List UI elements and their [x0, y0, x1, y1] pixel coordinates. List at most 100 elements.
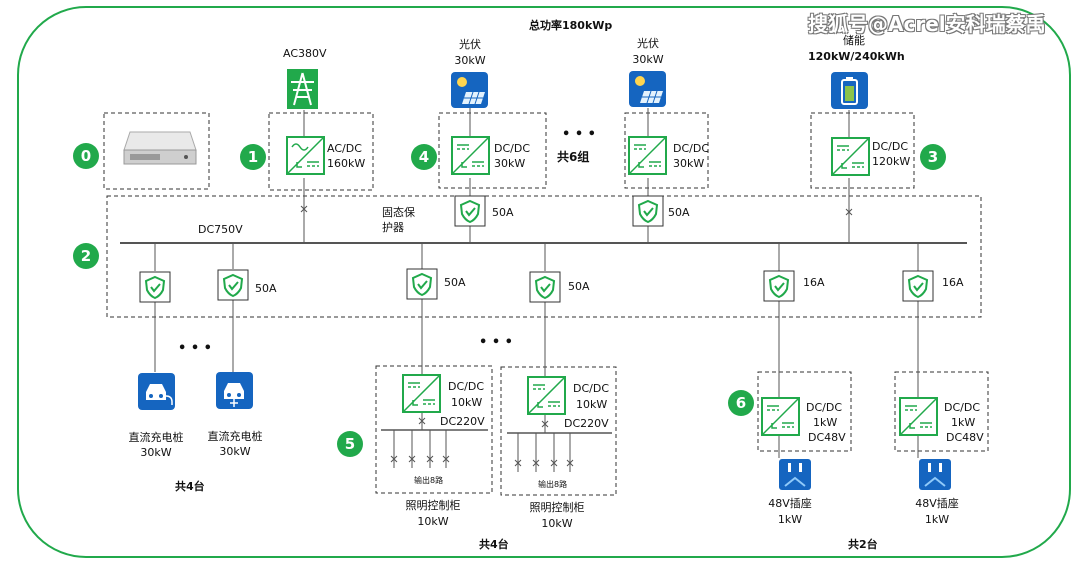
dcdc-converter-icon — [527, 376, 566, 415]
solid-state-breaker-icon — [217, 269, 249, 301]
bus-voltage: DC750V — [198, 223, 243, 236]
lighting2-conv-type: DC/DC — [573, 382, 610, 395]
dcdc-converter-icon — [899, 397, 938, 436]
switch-mark — [541, 420, 549, 428]
storage-power: 120kW/240kWh — [808, 50, 905, 63]
breaker-rating: 50A — [492, 206, 514, 219]
acdc-box — [268, 112, 374, 191]
charger1-label: 直流充电桩 — [128, 431, 184, 444]
switch-mark — [418, 417, 426, 425]
bus-box — [106, 195, 982, 318]
lighting1-power: 10kW — [417, 515, 449, 528]
charger2-label: 直流充电桩 — [207, 430, 263, 443]
solid-state-breaker-icon — [529, 271, 561, 303]
socket-icon — [779, 459, 811, 490]
switch-mark — [514, 459, 522, 467]
socket2-conv-type: DC/DC — [944, 401, 981, 414]
socket1-box — [757, 371, 852, 452]
solid-state-breaker-icon — [454, 195, 486, 227]
switch-mark — [550, 459, 558, 467]
lighting1-box — [375, 365, 493, 494]
pv1-conv-power: 30kW — [494, 157, 526, 170]
pv1-conv-type: DC/DC — [494, 142, 531, 155]
badge-4: 4 — [411, 144, 437, 170]
socket2-power: 1kW — [924, 513, 950, 526]
dcdc-converter-icon — [628, 136, 667, 175]
socket2-box — [894, 371, 989, 452]
dcdc-converter-icon — [451, 136, 490, 175]
pv2-power: 30kW — [632, 53, 664, 66]
pv2-conv-type: DC/DC — [673, 142, 710, 155]
charger1-power: 30kW — [140, 446, 172, 459]
solar-panel-icon — [451, 72, 488, 108]
socket2-name: 48V插座 — [915, 497, 959, 510]
breaker-rating: 16A — [942, 276, 964, 289]
switch-mark — [566, 459, 574, 467]
breaker-rating: 50A — [568, 280, 590, 293]
socket1-name: 48V插座 — [768, 497, 812, 510]
lighting1-conv-power: 10kW — [451, 396, 483, 409]
battery-icon — [831, 72, 868, 109]
server-icon — [123, 131, 197, 165]
charger2-power: 30kW — [219, 445, 251, 458]
acdc-type: AC/DC — [327, 142, 362, 155]
solid-state-breaker-icon — [632, 195, 664, 227]
socket-count: 共2台 — [848, 538, 878, 551]
pv2-box — [624, 112, 709, 189]
lighting2-name: 照明控制柜 — [529, 501, 585, 514]
pv-group-count: 共6组 — [557, 150, 590, 164]
socket-icon — [919, 459, 951, 490]
ev-charger-icon — [216, 372, 253, 409]
socket1-conv-power: 1kW — [813, 416, 838, 429]
pv1-label: 光伏 — [459, 38, 481, 51]
watermark: 搜狐号@Acrel安科瑞蔡禹 — [808, 12, 1046, 36]
grid-label: AC380V — [283, 47, 327, 60]
breaker-rating: 50A — [668, 206, 690, 219]
lighting-count: 共4台 — [479, 538, 509, 551]
pv2-label: 光伏 — [637, 37, 659, 50]
diagram-title: 总功率180kWp — [529, 19, 613, 32]
lighting2-power: 10kW — [541, 517, 573, 530]
solid-state-breaker-icon — [902, 270, 934, 302]
switch-mark — [845, 208, 853, 216]
switch-mark — [426, 455, 434, 463]
switch-mark — [442, 455, 450, 463]
lighting2-output: 输出8路 — [538, 480, 568, 489]
lighting2-bus: DC220V — [564, 417, 609, 430]
lighting1-bus: DC220V — [440, 415, 485, 428]
badge-2: 2 — [73, 243, 99, 269]
lighting1-output: 输出8路 — [414, 476, 444, 485]
pv-ellipsis: • • • — [562, 127, 596, 142]
lighting2-conv-power: 10kW — [576, 398, 608, 411]
storage-box — [810, 112, 915, 189]
pv1-power: 30kW — [454, 54, 486, 67]
dcdc-converter-icon — [831, 137, 870, 176]
socket1-bus: DC48V — [808, 431, 846, 444]
solid-state-breaker-icon — [406, 268, 438, 300]
server-box — [103, 112, 210, 190]
power-pylon-icon — [287, 69, 318, 109]
badge-0: 0 — [73, 143, 99, 169]
dcdc-converter-icon — [402, 374, 441, 413]
storage-conv-power: 120kW — [872, 155, 911, 168]
switch-mark — [390, 455, 398, 463]
socket1-conv-type: DC/DC — [806, 401, 843, 414]
outer-frame — [17, 6, 1071, 558]
charger-count: 共4台 — [175, 480, 205, 493]
lighting2-box — [500, 366, 617, 496]
dcdc-converter-icon — [761, 397, 800, 436]
switch-mark — [532, 459, 540, 467]
solid-state-breaker-icon — [763, 270, 795, 302]
badge-3: 3 — [920, 144, 946, 170]
lighting-ellipsis: • • • — [479, 335, 513, 350]
acdc-power: 160kW — [327, 157, 366, 170]
lighting1-conv-type: DC/DC — [448, 380, 485, 393]
badge-6: 6 — [728, 390, 754, 416]
charger-ellipsis: • • • — [178, 341, 212, 356]
storage-conv-type: DC/DC — [872, 140, 909, 153]
socket2-conv-power: 1kW — [951, 416, 976, 429]
solid-state-breaker-icon — [139, 271, 171, 303]
socket2-bus: DC48V — [946, 431, 984, 444]
switch-mark — [408, 455, 416, 463]
